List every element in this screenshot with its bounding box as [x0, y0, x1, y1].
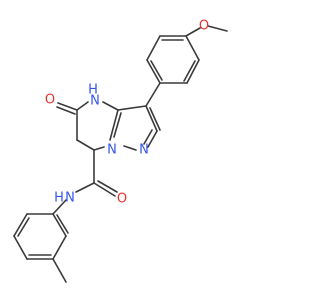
molecule-svg: O H N O N N H N O — [13, 19, 228, 283]
methoxy-oxygen-label: O — [199, 19, 209, 34]
bond — [150, 60, 163, 81]
bond — [93, 182, 116, 197]
bond — [147, 130, 158, 148]
pyrazole-ring — [109, 105, 161, 151]
amide-group — [52, 149, 118, 215]
bond — [56, 106, 76, 115]
bond — [113, 112, 122, 138]
bond — [93, 146, 105, 151]
bond — [52, 235, 67, 260]
bond — [13, 235, 28, 260]
bond — [75, 182, 95, 193]
bond — [17, 217, 30, 237]
bond — [143, 129, 153, 145]
bond — [145, 82, 161, 107]
bond — [109, 109, 119, 141]
lactam-ring — [76, 101, 119, 151]
amide-hydrogen-label: H — [54, 191, 64, 206]
bond — [57, 102, 78, 111]
bond — [102, 101, 119, 111]
ring-nitrogen-label: N — [139, 143, 149, 158]
bottom-tolyl-ring — [13, 213, 69, 283]
bond — [145, 105, 158, 132]
top-phenyl-ring — [146, 35, 200, 84]
bond — [123, 145, 137, 151]
amide-oxygen-label: O — [117, 192, 127, 207]
bond — [117, 105, 147, 111]
bond — [56, 214, 69, 234]
amine-nitrogen-label: N — [90, 94, 100, 109]
bond — [13, 213, 28, 237]
bond — [97, 180, 118, 193]
bond — [52, 258, 67, 283]
bond — [146, 35, 161, 61]
bond — [207, 25, 228, 32]
ring-nitrogen-label: N — [107, 143, 117, 158]
bond — [146, 59, 161, 84]
bond — [149, 107, 161, 131]
structure-diagram: O H N O N N H N O — [13, 19, 228, 283]
ketone-group — [56, 102, 78, 115]
amine-hydrogen-label: H — [88, 83, 98, 98]
bond — [76, 101, 89, 111]
bond — [186, 59, 200, 84]
bond — [76, 139, 95, 151]
bond — [183, 60, 196, 82]
bond — [52, 213, 67, 237]
bond — [185, 35, 200, 61]
methoxy-group — [185, 25, 228, 37]
amide-nitrogen-label: N — [65, 191, 75, 206]
ketone-oxygen-label: O — [45, 93, 55, 108]
bond — [185, 27, 201, 37]
bond — [52, 199, 67, 215]
